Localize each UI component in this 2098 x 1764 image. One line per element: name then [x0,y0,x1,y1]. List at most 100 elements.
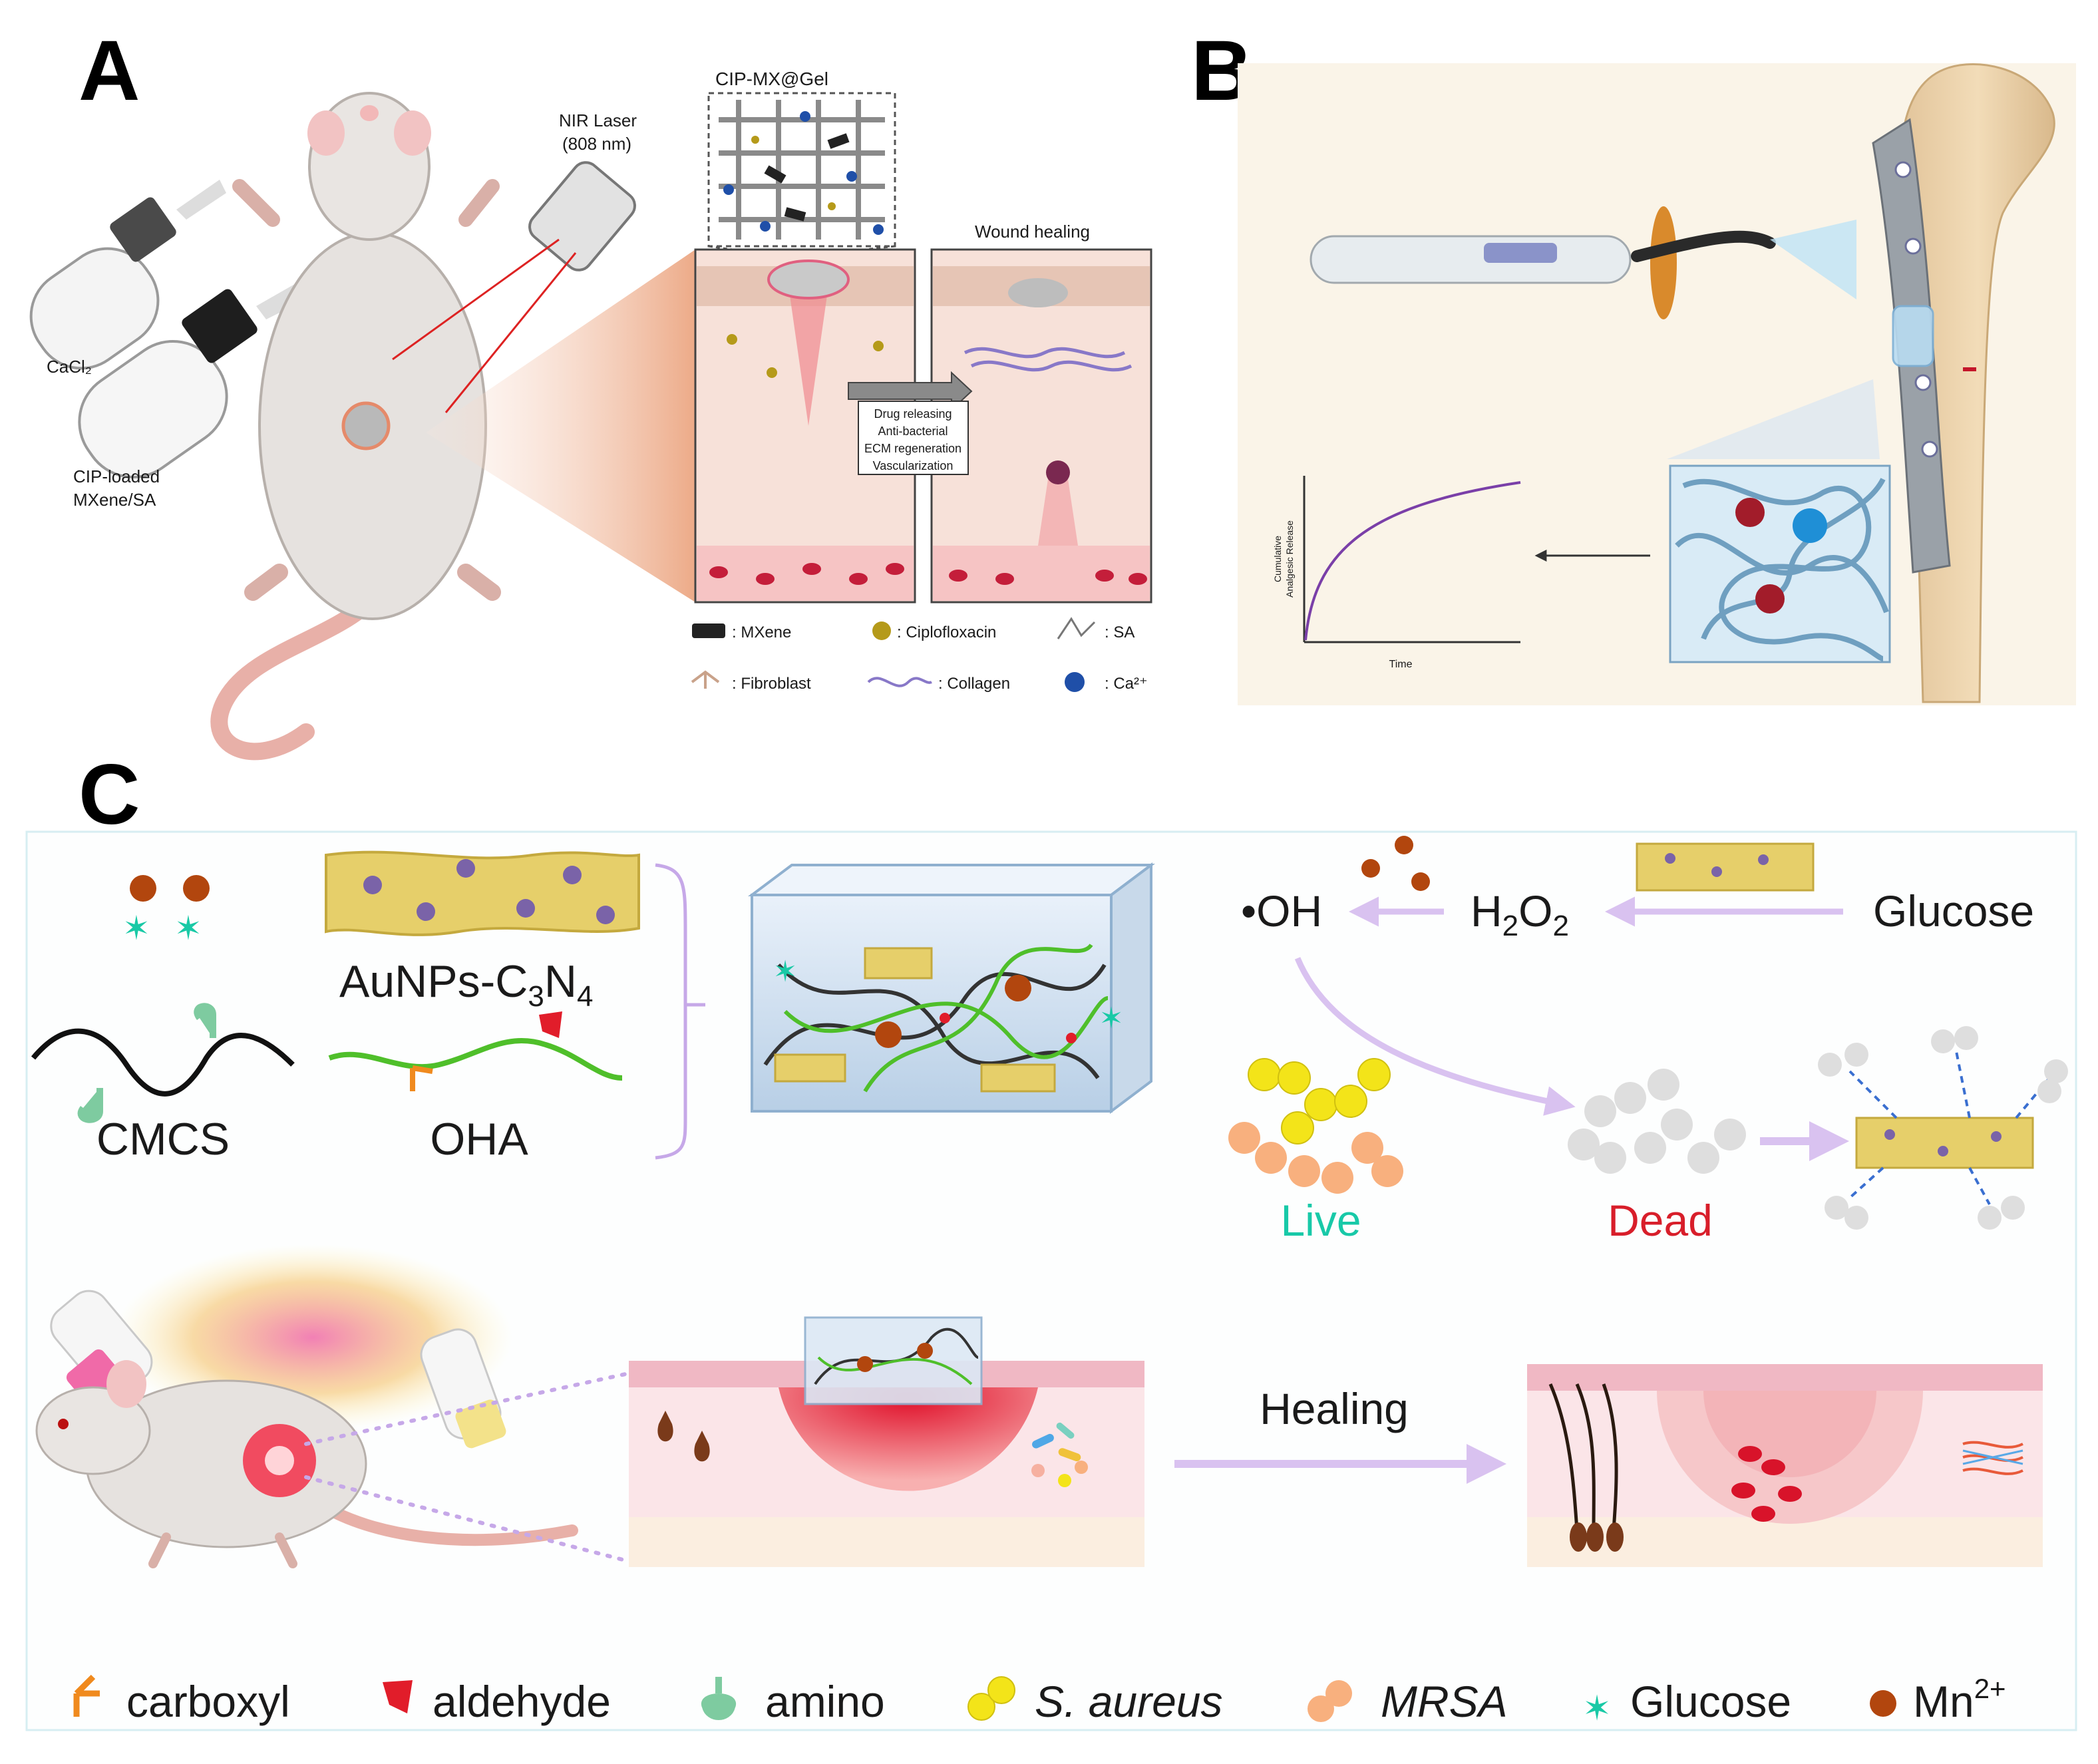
release-ylabel-line1: Cumulative [1272,536,1283,582]
arrow-oh-to-dead [1294,957,1576,1116]
bone-illustration [1872,63,2055,703]
legend-sa: : SA [1105,623,1135,641]
legend-ca: : Ca²⁺ [1105,675,1148,693]
s-aureus-legend-icon [987,1676,1015,1704]
laser-label-line1: NIR Laser [559,110,637,130]
reaction-row: •OH H2O2 Glucose [1241,836,2034,1116]
sheet-with-debris [1818,1026,2068,1230]
hair-follicle [657,1411,673,1442]
oha-chain [328,1037,623,1081]
release-xlabel: Time [1389,659,1413,670]
mn-ion-icon [183,875,210,902]
aldehyde-legend-icon [383,1680,413,1713]
panel-c: C ✶ ✶ AuNPs-C3N4 CMCS OHA [25,747,2077,1731]
legend-aldehyde: aldehyde [433,1677,611,1726]
spray-scene [35,1244,627,1568]
panel-b: B [1191,23,2076,705]
mrsa-legend-icon [1325,1680,1352,1707]
hydrogel-box: ✶ ✶ [748,862,1155,1114]
wound-skin-after [1527,1364,2043,1567]
gel-title: CIP-MX@Gel [715,69,828,89]
legend-carboxyl: carboxyl [126,1677,290,1726]
healing-label: Healing [1260,1384,1409,1433]
ca-icon [1065,672,1085,692]
legend-fibroblast: : Fibroblast [732,675,811,693]
carboxyl-icon [410,1065,433,1091]
amino-legend-icon [701,1677,736,1720]
bacteria-dead-group: Dead [1568,1069,1746,1245]
release-curve [1304,481,1521,641]
combine-bracket [655,863,705,1160]
carboxyl-legend-icon [73,1674,100,1717]
h2o2-label: H2O2 [1471,886,1569,942]
zoom-line-bottom [304,1475,627,1562]
panel-c-letter: C [79,747,140,842]
cmcs-label: CMCS [96,1114,230,1164]
magnify-cone [426,250,695,602]
panel-a-legend: : MXene : Ciplofloxacin : SA : Fibroblas… [691,617,1148,693]
svg-text:✶: ✶ [1099,1002,1124,1035]
process-arrow: Drug releasing Anti-bacterial ECM regene… [848,371,973,475]
aunps-sheet-small [1636,842,1815,892]
hair-follicle [694,1431,710,1462]
svg-text:✶: ✶ [773,956,798,988]
wound-healing-label: Wound healing [975,222,1090,242]
cip-label-line1: CIP-loaded [73,466,160,486]
oha-label: OHA [430,1114,528,1164]
materials-group: ✶ ✶ AuNPs-C3N4 CMCS OHA [31,850,640,1164]
gel-inset: CIP-MX@Gel [707,69,896,251]
aunps-c3n4-sheet [325,850,640,936]
cip-label-line2: MXene/SA [73,490,156,510]
spray-bottle-yellow [420,1328,506,1449]
process-step-4: Vascularization [873,459,954,472]
legend-collagen: : Collagen [938,675,1010,693]
legend-mn: Mn2+ [1913,1673,2006,1726]
ciprofloxacin-icon [872,621,891,640]
nir-laser: NIR Laser (808 nm) [392,110,637,413]
glucose-legend-icon: ✶ [1582,1689,1612,1728]
panel-a: A CaCl₂ CIP-loaded MXene/SA [29,23,1152,761]
aunps-c3n4-label: AuNPs-C3N4 [339,956,593,1013]
legend-ciplofloxacin: : Ciplofloxacin [897,623,996,641]
glucose-label: Glucose [1873,886,2034,936]
legend-glucose: Glucose [1630,1677,1791,1726]
panel-c-legend: carboxyl aldehyde amino S. aureus MRSA ✶… [73,1673,2006,1728]
collagen-icon [867,677,932,687]
hydrogel-inset [1669,464,1891,663]
mn-ion-icon [130,875,156,902]
wound-area [779,1387,1038,1491]
dead-label: Dead [1608,1196,1713,1245]
bacteria-live-group: Live [1228,1058,1403,1245]
curing-light-pen [1310,206,1856,319]
glucose-icon: ✶ [174,910,202,947]
cacl2-label: CaCl₂ [47,357,92,377]
mn-legend-icon [1870,1690,1896,1717]
panel-a-letter: A [79,23,140,118]
sa-icon [1057,617,1096,639]
hydroxyl-radical-label: •OH [1241,886,1322,936]
amino-icon [77,1088,103,1123]
laser-label-line2: (808 nm) [562,134,631,154]
mxene-icon [692,623,725,638]
mouse-illustration [35,1360,578,1568]
aldehyde-icon [539,1011,562,1038]
wound-skin-before [629,1316,1144,1567]
amino-icon [194,1003,216,1038]
process-step-3: ECM regeneration [864,442,962,455]
process-step-1: Drug releasing [874,407,952,421]
fibroblast-icon [691,670,720,689]
zoom-triangle [1667,379,1880,459]
rat-illustration [210,92,501,761]
legend-s-aureus: S. aureus [1035,1677,1223,1726]
legend-amino: amino [765,1677,885,1726]
cmcs-chain [31,1028,295,1097]
release-ylabel-line2: Analgesic Release [1284,520,1295,598]
legend-mxene: : MXene [732,623,791,641]
process-step-2: Anti-bacterial [878,425,948,438]
glucose-icon: ✶ [122,910,150,947]
legend-mrsa: MRSA [1381,1677,1508,1726]
release-chart: Cumulative Analgesic Release Time [1272,476,1521,670]
cacl2-bottle: CaCl₂ [29,180,226,377]
live-label: Live [1280,1196,1361,1245]
